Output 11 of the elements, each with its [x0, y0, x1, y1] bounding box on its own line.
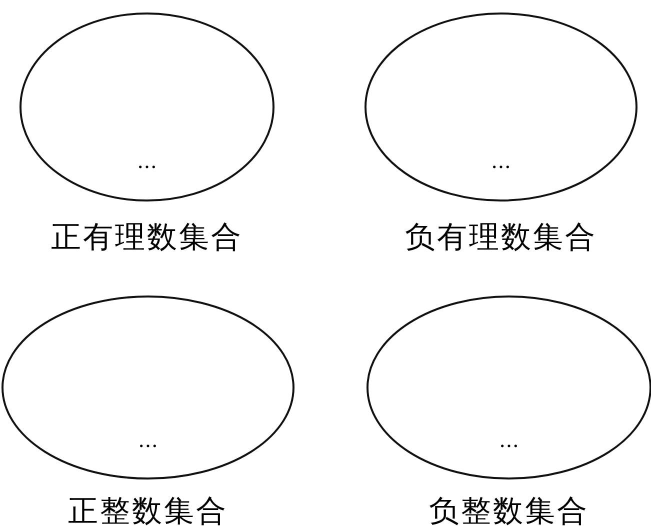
set-caption: 正整数集合	[68, 495, 228, 526]
ellipsis-text: …	[138, 430, 158, 450]
ellipsis-text: …	[137, 150, 157, 171]
set-caption: 正有理数集合	[51, 221, 243, 255]
set-ellipse	[364, 12, 638, 202]
ellipsis-text: …	[499, 430, 519, 450]
set-caption: 负有理数集合	[405, 221, 597, 255]
set-ellipse	[1, 295, 295, 480]
set-caption: 负整数集合	[429, 495, 589, 526]
set-ellipse	[19, 12, 275, 202]
ellipsis-text: …	[491, 150, 511, 171]
